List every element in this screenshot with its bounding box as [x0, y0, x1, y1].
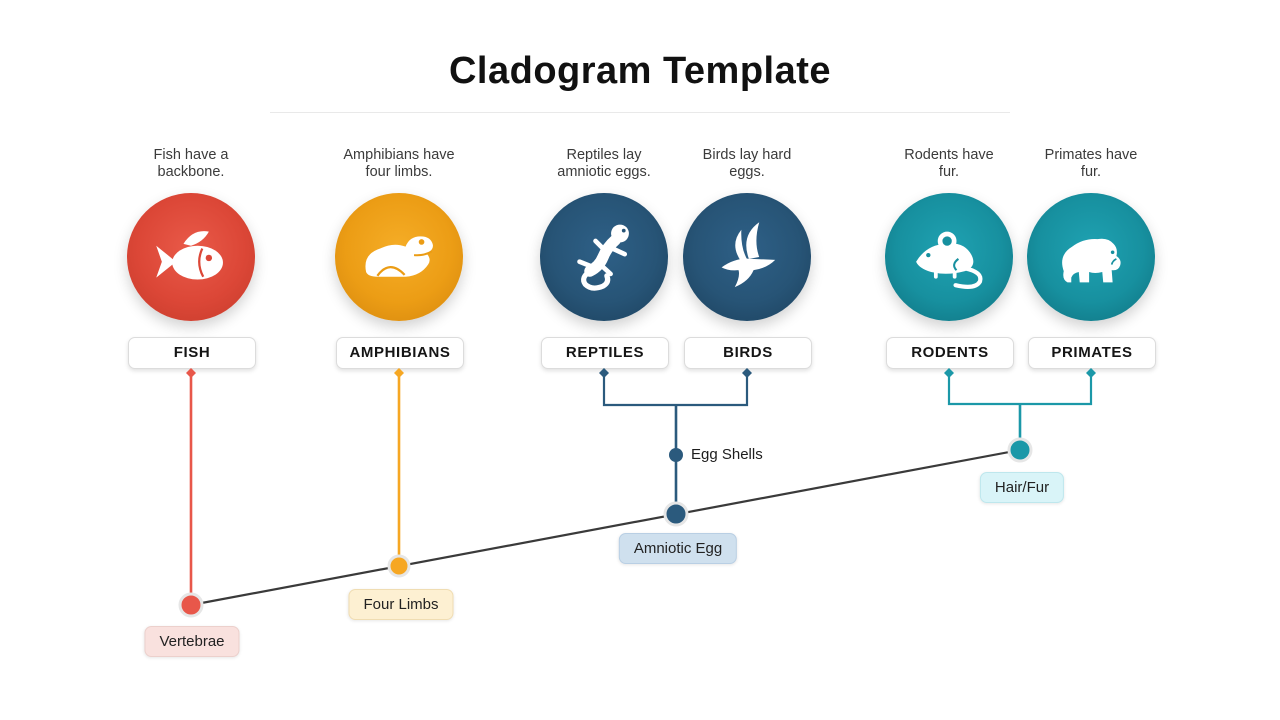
title-divider: [270, 112, 1010, 113]
amphibians-label: AMPHIBIANS: [336, 337, 464, 369]
vertebrae-node: [178, 592, 204, 618]
primates-label: PRIMATES: [1028, 337, 1156, 369]
reptiles-circle: [540, 193, 668, 321]
rodents-label: RODENTS: [886, 337, 1014, 369]
page-title: Cladogram Template: [448, 50, 832, 92]
fish-label: FISH: [128, 337, 256, 369]
hair-fur-trait-label: Hair/Fur: [979, 472, 1065, 503]
amniotic-egg-node: [663, 501, 689, 527]
fish-circle: [127, 193, 255, 321]
fish-description: Fish have a backbone.: [153, 147, 229, 180]
reptiles-label: REPTILES: [541, 337, 669, 369]
primates-connector-diamond: [1086, 368, 1096, 378]
dove-icon: [721, 222, 776, 288]
amphibians-connector-diamond: [394, 368, 404, 378]
fish-connector-diamond: [186, 368, 196, 378]
reptiles-connector-diamond: [599, 368, 609, 378]
birds-connector-diamond: [742, 368, 752, 378]
egg-shells-node: [669, 448, 683, 462]
amphibians-circle: [335, 193, 463, 321]
amphibians-description: Amphibians have four limbs.: [343, 147, 455, 180]
birds-label: BIRDS: [684, 337, 812, 369]
birds-circle: [683, 193, 811, 321]
reptiles-birds-bracket: [602, 369, 749, 407]
rodents-description: Rodents have fur.: [904, 147, 994, 180]
rodents-connector-diamond: [944, 368, 954, 378]
lizard-icon: [577, 224, 629, 291]
four-limbs-trait-label: Four Limbs: [348, 589, 454, 620]
primates-circle: [1027, 193, 1155, 321]
frog-icon: [365, 236, 433, 277]
birds-description: Birds lay hard eggs.: [702, 147, 792, 180]
vertebrae-trait-label: Vertebrae: [144, 626, 240, 657]
reptiles-description: Reptiles lay amniotic eggs.: [557, 147, 651, 180]
gorilla-icon: [1062, 238, 1121, 283]
rodents-circle: [885, 193, 1013, 321]
four-limbs-node: [387, 554, 411, 578]
primates-description: Primates have fur.: [1044, 147, 1138, 180]
fish-icon: [156, 231, 223, 280]
mouse-icon: [916, 231, 983, 289]
egg-shells-trait-label: Egg Shells: [691, 446, 763, 463]
amniotic-egg-trait-label: Amniotic Egg: [618, 533, 738, 564]
rodents-primates-bracket: [947, 369, 1093, 406]
hair-fur-node: [1007, 437, 1033, 463]
timeline-line: [190, 448, 1021, 607]
